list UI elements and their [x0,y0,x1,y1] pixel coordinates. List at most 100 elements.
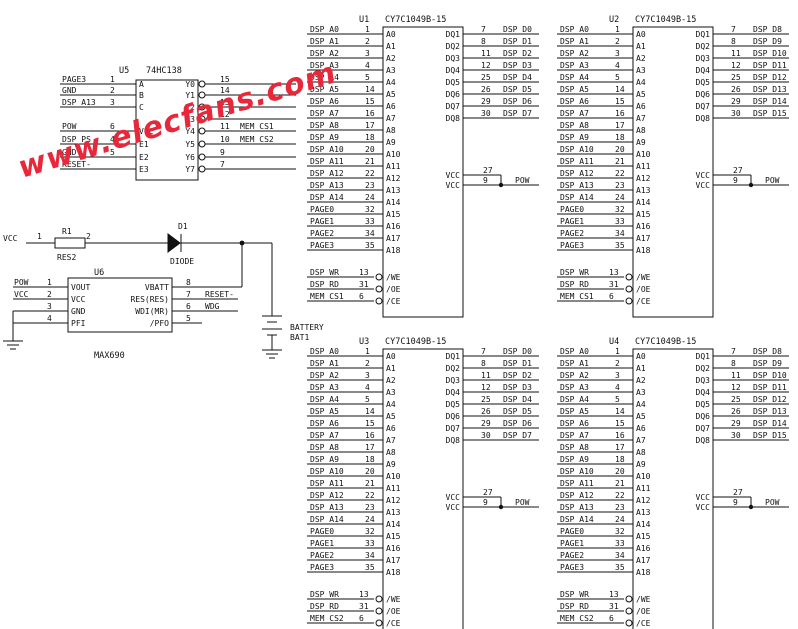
address-pin-number: 1 [365,25,370,34]
decoder-input-label: E2 [139,153,149,162]
supervisor-output-label: WDI(MR) [135,307,169,316]
data-net-label: DSP_D1 [503,37,532,46]
vcc-pin-number: 27 [483,166,493,175]
address-pin-label: A3 [386,66,396,75]
data-net-label: DSP_D5 [503,407,532,416]
decoder-input-label: E3 [139,165,149,174]
address-pin-label: A0 [636,30,646,39]
address-pin-number: 17 [615,121,625,130]
diode-symbol [167,233,181,253]
data-pin-number: 29 [731,97,741,106]
decoder-input-pin: 2 [110,86,115,95]
address-pin-number: 2 [615,359,620,368]
address-pin-label: A18 [386,246,401,255]
output-bubble [198,165,206,173]
data-pin-number: 11 [481,49,491,58]
data-net-label: DSP_D10 [753,371,787,380]
address-net-label: PAGE2 [560,551,584,560]
address-pin-number: 16 [615,109,625,118]
supervisor-part: MAX690 [94,351,125,361]
address-pin-number: 18 [365,455,375,464]
address-pin-label: A7 [386,436,396,445]
address-pin-label: A12 [386,496,401,505]
data-pin-number: 12 [731,61,741,70]
inversion-bubble [375,273,383,281]
address-pin-label: A16 [386,544,401,553]
address-pin-label: A14 [386,198,401,207]
supervisor-output-label: VBATT [145,283,169,292]
address-pin-number: 4 [615,383,620,392]
decoder-output-pin: 13 [220,98,230,107]
address-net-label: DSP_A8 [560,443,589,452]
control-pin-number: 13 [609,590,619,599]
address-pin-number: 1 [365,347,370,356]
address-net-label: PAGE1 [560,539,584,548]
address-net-label: DSP_A14 [560,515,594,524]
data-pin-label: DQ7 [446,102,461,111]
address-net-label: PAGE0 [310,527,334,536]
decoder-input-net: GND [62,86,77,95]
data-pin-label: DQ3 [696,376,711,385]
junction-dot [498,182,504,188]
sram-body [632,348,714,629]
address-pin-label: A5 [386,412,396,421]
address-pin-number: 35 [365,563,375,572]
address-net-label: DSP_A10 [310,467,344,476]
data-pin-number: 30 [481,109,491,118]
address-pin-number: 24 [615,193,625,202]
decoder-output-label: Y6 [185,153,195,162]
address-net-label: PAGE1 [310,217,334,226]
sram-ref: U3 [359,337,369,347]
data-pin-number: 7 [481,25,486,34]
address-net-label: PAGE0 [560,205,584,214]
address-pin-number: 20 [365,467,375,476]
address-net-label: DSP_A4 [560,395,589,404]
supervisor-output-net: RESET- [205,290,234,299]
data-net-label: DSP_D14 [753,419,787,428]
data-pin-label: DQ2 [696,42,711,51]
decoder-part: 74HC138 [146,66,182,76]
control-pin-number: 6 [359,292,364,301]
address-pin-number: 4 [365,383,370,392]
address-net-label: PAGE3 [560,241,584,250]
address-pin-label: A8 [386,448,396,457]
address-net-label: PAGE3 [310,563,334,572]
address-net-label: DSP_A0 [310,25,339,34]
address-pin-label: A1 [386,42,396,51]
address-pin-label: A17 [386,234,401,243]
decoder-output-label: Y2 [185,103,195,112]
address-pin-label: A12 [636,496,651,505]
vcc-pin-number: 27 [733,488,743,497]
decoder-input-pin: 1 [110,75,115,84]
output-bubble [198,91,206,99]
data-net-label: DSP_D11 [753,61,787,70]
decoder-input-net: GND [62,148,77,157]
address-pin-label: A1 [636,364,646,373]
address-pin-number: 17 [365,121,375,130]
sram-ref: U4 [609,337,619,347]
address-pin-label: A8 [636,126,646,135]
address-net-label: DSP_A1 [310,37,339,46]
diode-name: DIODE [170,257,194,266]
control-net-label: MEM_CS1 [560,292,594,301]
junction-dot [748,504,754,510]
inversion-bubble [625,595,633,603]
address-pin-number: 14 [365,85,375,94]
address-net-label: PAGE3 [310,241,334,250]
vcc-pin-label: VCC [696,493,711,502]
address-net-label: DSP_A9 [310,133,339,142]
address-pin-label: A6 [636,424,646,433]
address-pin-label: A4 [386,78,396,87]
supervisor-input-label: VCC [71,295,86,304]
vcc-pin-label: VCC [696,181,711,190]
data-pin-number: 29 [731,419,741,428]
address-pin-number: 15 [615,419,625,428]
decoder-body [135,79,199,181]
address-pin-number: 23 [365,503,375,512]
data-pin-label: DQ5 [696,78,711,87]
data-pin-number: 7 [731,25,736,34]
vcc-pin-number: 27 [483,488,493,497]
data-net-label: DSP_D6 [503,97,532,106]
